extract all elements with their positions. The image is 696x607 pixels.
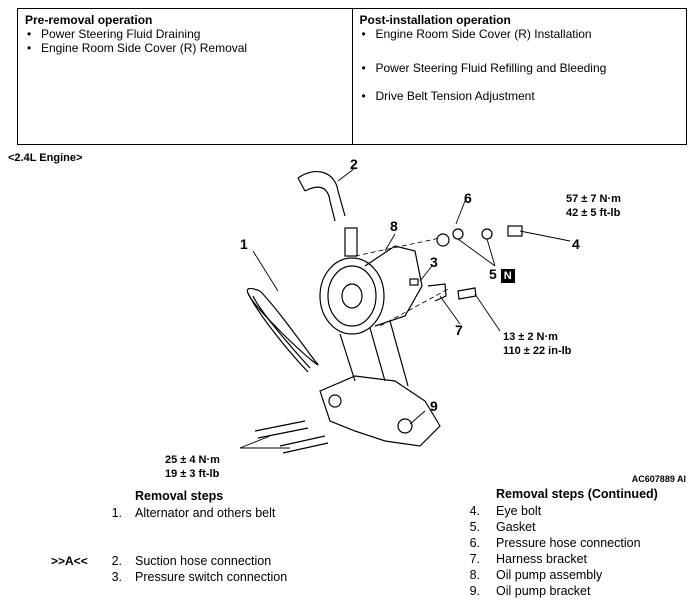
pre-removal-column: Pre-removal operation Power Steering Flu… [18, 9, 352, 144]
post-installation-item: Drive Belt Tension Adjustment [360, 89, 680, 103]
torque-value-imperial: 19 ± 3 ft-lb [165, 468, 220, 480]
list-item: 4. Eye bolt [466, 503, 691, 519]
step-number: 6. [469, 536, 480, 550]
exploded-diagram [239, 167, 571, 454]
step-text: Harness bracket [496, 552, 588, 566]
operations-table: Pre-removal operation Power Steering Flu… [17, 8, 687, 145]
step-text: Gasket [496, 520, 536, 534]
pre-removal-item: Power Steering Fluid Draining [25, 27, 345, 41]
step-text: Pressure hose connection [496, 536, 641, 550]
figure-code: AC607889 AI [631, 474, 686, 484]
list-item: 9. Oil pump bracket [466, 583, 691, 599]
torque-bracket-bolt: 13 ± 2 N·m 110 ± 22 in-lb [503, 330, 571, 358]
callout-2: 2 [350, 156, 358, 172]
callout-4: 4 [572, 236, 580, 252]
step-number: 8. [469, 568, 480, 582]
removal-steps-right: Removal steps (Continued) 4. Eye bolt 5.… [466, 487, 691, 599]
suction-hose-drawing [297, 170, 346, 222]
callout-3: 3 [430, 254, 438, 270]
torque-value-imperial: 110 ± 22 in-lb [503, 345, 572, 357]
callout-8: 8 [390, 218, 398, 234]
torque-value-nm: 13 ± 2 N·m [503, 331, 558, 343]
step-number: 5. [469, 520, 480, 534]
callout-1: 1 [240, 236, 248, 252]
list-item: 6. Pressure hose connection [466, 535, 691, 551]
step-text: Eye bolt [496, 504, 542, 518]
step-number: 7. [469, 552, 480, 566]
torque-value-imperial: 42 ± 5 ft-lb [566, 207, 621, 219]
callout-7: 7 [455, 322, 463, 338]
torque-value-nm: 25 ± 4 N·m [165, 454, 220, 466]
oil-pump-drawing [364, 245, 423, 327]
post-installation-item: Power Steering Fluid Refilling and Bleed… [360, 61, 680, 75]
step-text: Suction hose connection [135, 554, 272, 568]
pump-bolt-drawing [254, 420, 309, 439]
callout-6: 6 [464, 190, 472, 206]
post-installation-item: Engine Room Side Cover (R) Installation [360, 27, 680, 41]
belt-drawing [247, 287, 319, 366]
callout-5-number: 5 [489, 266, 497, 282]
pump-pulley-drawing [319, 257, 385, 335]
callout-9: 9 [430, 398, 438, 414]
step-number: 9. [469, 584, 480, 598]
step-text: Pressure switch connection [135, 570, 288, 584]
bracket-drawing [319, 375, 441, 447]
step-number: 1. [111, 506, 122, 520]
list-item: 7. Harness bracket [466, 551, 691, 567]
step-text: Oil pump assembly [496, 568, 603, 582]
post-installation-title: Post-installation operation [359, 13, 511, 27]
list-item: >>A<< 2. Suction hose connection [51, 553, 358, 569]
pre-removal-item: Engine Room Side Cover (R) Removal [25, 41, 345, 55]
step-number: 4. [469, 504, 480, 518]
removal-steps-title: Removal steps [135, 489, 224, 503]
step-text: Alternator and others belt [135, 506, 276, 520]
list-item: 5. Gasket [466, 519, 691, 535]
n-badge: N [500, 269, 515, 283]
step-number: 2. [111, 554, 122, 568]
removal-steps-continued-title: Removal steps (Continued) [496, 487, 658, 501]
torque-pump-bolts: 25 ± 4 N·m 19 ± 3 ft-lb [165, 453, 220, 481]
torque-value-nm: 57 ± 7 N·m [566, 193, 621, 205]
list-item: 1. Alternator and others belt [108, 505, 358, 521]
removal-steps-left: Removal steps 1. Alternator and others b… [51, 489, 358, 585]
list-item: 8. Oil pump assembly [466, 567, 691, 583]
torque-eye-bolt: 57 ± 7 N·m 42 ± 5 ft-lb [566, 192, 621, 220]
list-item: 3. Pressure switch connection [108, 569, 358, 585]
step-reference: >>A<< [51, 554, 88, 568]
step-text: Oil pump bracket [496, 584, 591, 598]
step-number: 3. [111, 570, 122, 584]
pre-removal-title: Pre-removal operation [25, 13, 153, 27]
engine-label: <2.4L Engine> [8, 152, 83, 164]
post-installation-column: Post-installation operation Engine Room … [351, 9, 687, 144]
eye-bolt-drawing [507, 225, 523, 237]
